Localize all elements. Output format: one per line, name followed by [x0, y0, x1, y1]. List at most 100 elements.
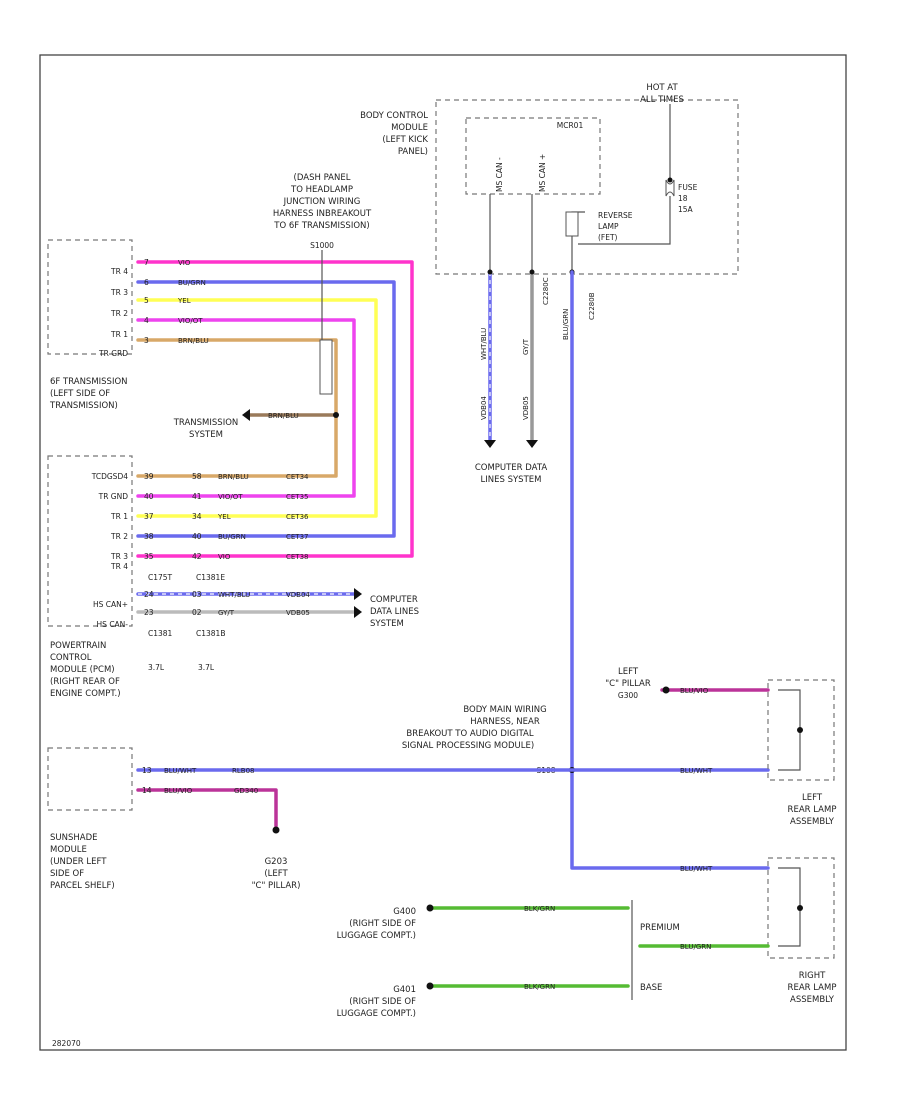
sunshade-label-1: SUNSHADE	[50, 833, 98, 843]
trans-label-3: TRANSMISSION)	[49, 401, 118, 411]
sunshade-label-2: MODULE	[50, 845, 87, 855]
bcm-label-4: PANEL)	[398, 147, 428, 157]
bcm-conn-label-2: C2280B	[588, 292, 596, 320]
pcm-b-3: 34	[192, 512, 202, 521]
dash-harness-label: (DASH PANEL TO HEADLAMP JUNCTION WIRING …	[273, 173, 372, 250]
left-rear-lamp: BLU/VIO BLU/WHT LEFT "C" PILLAR G300 LEF…	[605, 667, 836, 827]
cdl-b-label-1: COMPUTER	[370, 595, 418, 605]
pcm-can-pin-2: HS CAN-	[97, 620, 129, 629]
splice-trans-system	[333, 412, 339, 418]
pcm-conn-a: C175T	[148, 573, 173, 582]
right-lamp-label-1: RIGHT	[799, 971, 826, 981]
left-lamp-outline	[767, 679, 835, 781]
body-harness-1: BODY MAIN WIRING	[463, 705, 546, 715]
g203-label-3: "C" PILLAR)	[252, 881, 301, 891]
trans-pin-num-1: 7	[144, 258, 149, 267]
wire-blu-grn-main	[570, 270, 770, 870]
trans-system-label-1: TRANSMISSION	[173, 418, 239, 428]
reverse-label-2: LAMP	[598, 222, 619, 231]
pcm-can-circ-1: VDB04	[286, 591, 310, 599]
g400-label-1: G400	[393, 907, 416, 917]
pcm-can-a-2: 23	[144, 608, 154, 617]
pcm-can-pin-1: HS CAN+	[93, 600, 128, 609]
body-harness-4: SIGNAL PROCESSING MODULE)	[402, 741, 534, 751]
fuse-label-3: 15A	[678, 205, 694, 214]
sunshade-w2: BLU/VIO	[164, 787, 193, 795]
reverse-fet-symbol	[565, 211, 579, 237]
sunshade-outline	[47, 747, 133, 811]
bcm-wire-r-name: BLU/GRN	[562, 309, 570, 340]
pcm-wire-4: BU/GRN	[218, 533, 246, 541]
g401-wire: BLK/GRN	[524, 983, 555, 991]
cdl-b-label-2: DATA LINES	[370, 607, 419, 617]
pcm-label-5: ENGINE COMPT.)	[50, 689, 121, 699]
left-c-label-2: "C" PILLAR	[605, 679, 651, 689]
right-lamp-label-2: REAR LAMP	[788, 983, 837, 993]
bcm-label-3: (LEFT KICK	[382, 135, 428, 145]
hot-label-2: ALL TIMES	[640, 95, 684, 105]
trans-pin-num-5: 3	[144, 336, 149, 345]
pcm-connector: TCDGSD4 TR GND TR 1 TR 2 TR 3 TR 4 HS CA…	[47, 455, 133, 699]
fuse-label-1: FUSE	[678, 183, 698, 192]
pcm-label-2: CONTROL	[50, 653, 92, 663]
pcm-can-wire-1: WHT/BLU	[218, 591, 250, 599]
sunshade-w1: BLU/WHT	[164, 767, 197, 775]
pcm-label-3: MODULE (PCM)	[50, 665, 115, 675]
pcm-conn-b: C1381E	[196, 573, 225, 582]
bcm-wire-l-circ: VDB04	[480, 396, 488, 420]
cdl-a-label-1: COMPUTER DATA	[475, 463, 548, 473]
sunshade-label-5: PARCEL SHELF)	[50, 881, 115, 891]
fuse-feed-line	[578, 104, 671, 245]
left-lamp-label-3: ASSEMBLY	[790, 817, 835, 827]
pcm-conn-b-a: C1381	[148, 629, 173, 638]
fuse-node	[667, 177, 673, 183]
trans-pin-num-2: 6	[144, 278, 149, 287]
pcm-can-b-1: 03	[192, 590, 202, 599]
pcm-pin-label-2: TR GND	[98, 492, 129, 501]
pcm-label-1: POWERTRAIN	[50, 641, 106, 651]
trans-pin-label-3: TR 2	[110, 309, 128, 318]
right-lamp-wire-top: BLU/WHT	[680, 865, 713, 873]
arrow-cdl-a-1	[484, 440, 496, 448]
pcm-can-b-2: 02	[192, 608, 202, 617]
right-rear-lamp: BLU/WHT BLU/GRN RIGHT REAR LAMP ASSEMBLY	[638, 857, 837, 1005]
bcm-wire-m-circ: VDB05	[522, 396, 530, 420]
pcm-a-3: 37	[144, 512, 154, 521]
trans-pin-num-3: 5	[144, 296, 149, 305]
pcm-wire-5: VIO	[218, 553, 231, 561]
transmission-connector: TR 4 TR 3 TR 2 TR 1 TR GRD 6F TRANSMISSI…	[47, 239, 133, 411]
dash-harness-1: (DASH PANEL	[294, 173, 351, 183]
sunshade-c2: GD340	[234, 787, 258, 795]
bcm-ms-can-minus: MS CAN -	[495, 157, 504, 192]
trans-wire-2: BU/GRN	[178, 279, 206, 287]
wire-brn-blu-grd	[136, 338, 338, 478]
dash-harness-2: TO HEADLAMP	[290, 185, 353, 195]
pcm-b-1: 58	[192, 472, 202, 481]
hot-label-1: HOT AT	[646, 83, 678, 93]
bcm-pin-dot-2	[529, 269, 535, 275]
bcm-pin-dot-1	[487, 269, 493, 275]
pcm-pin-label-6: TR 4	[110, 562, 128, 571]
premium-label: PREMIUM	[640, 923, 680, 933]
ground-g300-dot	[662, 686, 670, 694]
pcm-can-wire-2: GY/T	[218, 609, 235, 617]
transmission-harness: BRN/BLU TRANSMISSION SYSTEM VIO BU/GRN Y…	[136, 250, 414, 558]
dash-harness-3: JUNCTION WIRING	[283, 197, 361, 207]
pcm-engine-a: 3.7L	[148, 663, 165, 672]
trans-pin-label-1: TR 4	[110, 267, 128, 276]
pcm-b-5: 42	[192, 552, 202, 561]
body-harness-3: BREAKOUT TO AUDIO DIGITAL	[406, 729, 533, 739]
pcm-conn-b-b: C1381B	[196, 629, 225, 638]
bcm-conn-label-1: C2280C	[542, 277, 550, 305]
right-lamp-bulb	[797, 905, 803, 911]
bcm-wire-l-name: WHT/BLU	[480, 328, 488, 360]
sunshade-c1: RLB08	[232, 767, 254, 775]
pcm-b-2: 41	[192, 492, 202, 501]
dash-harness-6: S1000	[310, 241, 334, 250]
trans-wire-3: YEL	[177, 297, 191, 305]
right-lamp-wire-bot: BLU/GRN	[680, 943, 711, 951]
left-lamp-wire-top: BLU/VIO	[680, 687, 709, 695]
trans-pin-label-2: TR 3	[110, 288, 128, 297]
reverse-label-1: REVERSE	[598, 211, 633, 220]
